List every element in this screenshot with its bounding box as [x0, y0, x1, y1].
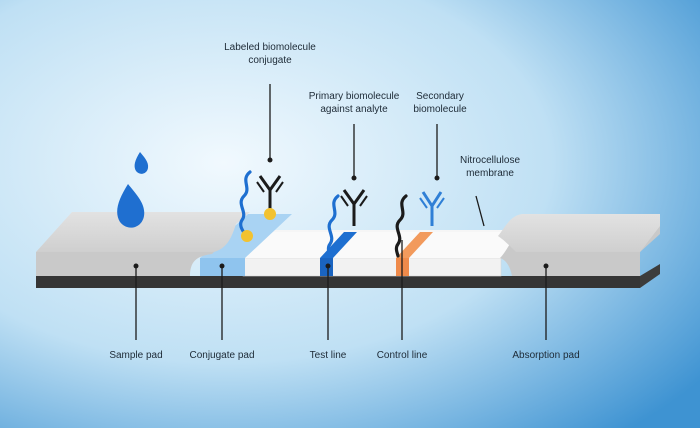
sample-pad-label: Sample pad: [109, 350, 162, 361]
bottom-leaders: [133, 240, 549, 340]
control-line-band-top: [396, 232, 433, 258]
primary-label-line2: against analyte: [320, 104, 388, 115]
labeled-conjugate-label-line1: Labeled biomolecule: [224, 42, 316, 53]
membrane-surface: [243, 232, 525, 258]
bottom-labels: Sample pad Conjugate pad Test line Contr…: [109, 350, 579, 361]
sample-pad-front: [36, 252, 214, 276]
sample-drops: [117, 152, 149, 228]
backing-front: [36, 276, 640, 288]
conjugate-pad-label: Conjugate pad: [189, 350, 254, 361]
absorption-pad-label: Absorption pad: [512, 350, 579, 361]
control-line-label: Control line: [377, 350, 428, 361]
primary-antibody-icon: [340, 189, 368, 226]
control-squiggle-icon: [394, 194, 408, 258]
secondary-label-line2: biomolecule: [413, 104, 467, 115]
secondary-antibody-icon: [419, 191, 445, 226]
captured-analyte-icon: [326, 194, 340, 258]
top-labels: Labeled biomolecule conjugate Primary bi…: [224, 42, 520, 179]
top-leaders: [267, 84, 485, 227]
control-line-biomolecules: [394, 191, 445, 258]
test-line-label: Test line: [310, 350, 347, 361]
conjugate-biomolecules: [239, 170, 284, 242]
gold-particle-icon: [241, 230, 253, 242]
membrane-label-line1: Nitrocellulose: [460, 155, 520, 166]
labeled-conjugate-label-line2: conjugate: [248, 55, 292, 66]
small-drop-icon: [134, 152, 149, 174]
sample-pad-top: [36, 212, 250, 252]
secondary-label-line1: Secondary: [416, 91, 464, 102]
analyte-squiggle-icon: [239, 170, 252, 238]
primary-label-line1: Primary biomolecule: [309, 91, 400, 102]
membrane: [242, 257, 502, 277]
membrane-label-line2: membrane: [466, 168, 514, 179]
test-strip: [36, 212, 660, 288]
test-line-biomolecules: [326, 189, 368, 258]
absorption-pad-top: [498, 214, 660, 252]
large-drop-icon: [117, 184, 145, 228]
gold-particle-icon: [264, 208, 276, 220]
